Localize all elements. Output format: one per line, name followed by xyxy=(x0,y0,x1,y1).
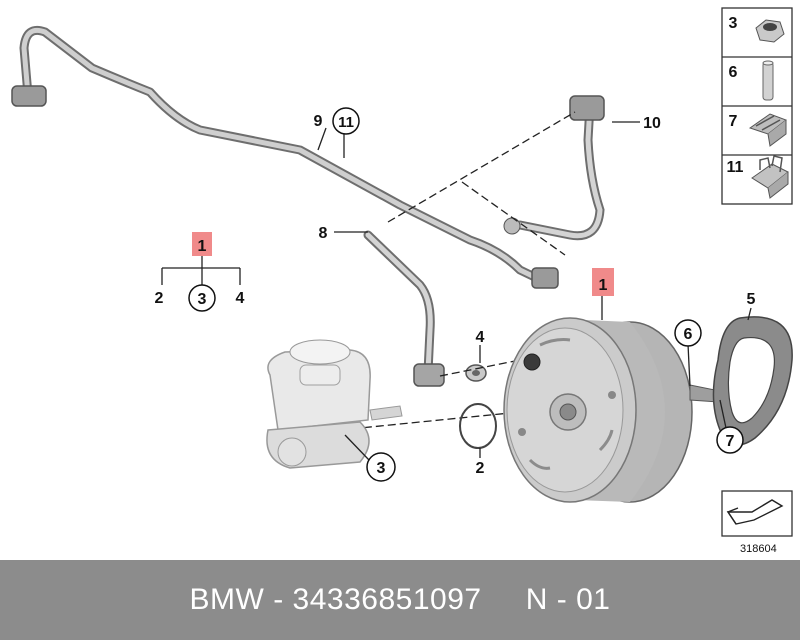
hose-right xyxy=(503,95,605,241)
vacuum-line-upper xyxy=(11,25,559,289)
callout-4-left: 4 xyxy=(236,290,245,307)
clip-icon xyxy=(748,113,788,147)
spacer xyxy=(482,583,526,617)
highlight-box xyxy=(192,232,212,256)
callout-7: 7 xyxy=(726,433,735,450)
clamp-icon xyxy=(751,155,789,199)
leader-lines xyxy=(161,121,752,461)
callout-11: 11 xyxy=(338,114,354,131)
callout-circle xyxy=(188,284,216,312)
pipe-8 xyxy=(363,230,445,387)
callout-circle xyxy=(332,107,360,135)
highlight-box xyxy=(592,268,614,296)
o-ring-2 xyxy=(459,403,497,449)
diagram-number: 318604 xyxy=(740,543,777,555)
hardware-legend: 3 6 7 11 xyxy=(721,7,793,205)
callout-6: 6 xyxy=(684,326,693,343)
gasket-5 xyxy=(712,316,793,446)
legend-num: 7 xyxy=(729,113,738,130)
brake-booster xyxy=(503,317,719,503)
callout-circle xyxy=(716,426,744,454)
callout-3: 3 xyxy=(377,460,386,477)
position-label: N - 01 xyxy=(525,583,611,616)
callout-8: 8 xyxy=(319,225,328,242)
callout-1-left: 1 xyxy=(198,238,207,255)
parts-diagram: 1 2 3 4 9 11 10 8 1 4 5 6 7 3 2 3 6 7 xyxy=(11,7,793,555)
legend-num: 6 xyxy=(729,64,738,81)
separator: - xyxy=(264,583,293,616)
nut-icon xyxy=(755,19,785,43)
callout-4: 4 xyxy=(476,329,485,346)
part-number: 34336851097 xyxy=(292,583,482,616)
callout-5: 5 xyxy=(747,291,756,308)
callout-circle xyxy=(366,452,396,482)
brand-name: BMW xyxy=(189,583,265,616)
callout-1-main: 1 xyxy=(599,277,608,294)
master-cylinder xyxy=(266,339,403,469)
part-footer: BMW - 34336851097 N - 01 xyxy=(0,560,800,640)
legend-num: 11 xyxy=(727,159,744,176)
callout-9: 9 xyxy=(314,113,323,130)
callout-10: 10 xyxy=(643,115,661,132)
callout-3-circle: 3 xyxy=(198,291,207,308)
legend-num: 3 xyxy=(729,15,738,32)
callout-2-left: 2 xyxy=(155,290,164,307)
callout-circle xyxy=(674,319,702,347)
pin-icon xyxy=(762,60,774,101)
direction-arrow-icon xyxy=(721,490,793,537)
callout-2: 2 xyxy=(476,460,485,477)
